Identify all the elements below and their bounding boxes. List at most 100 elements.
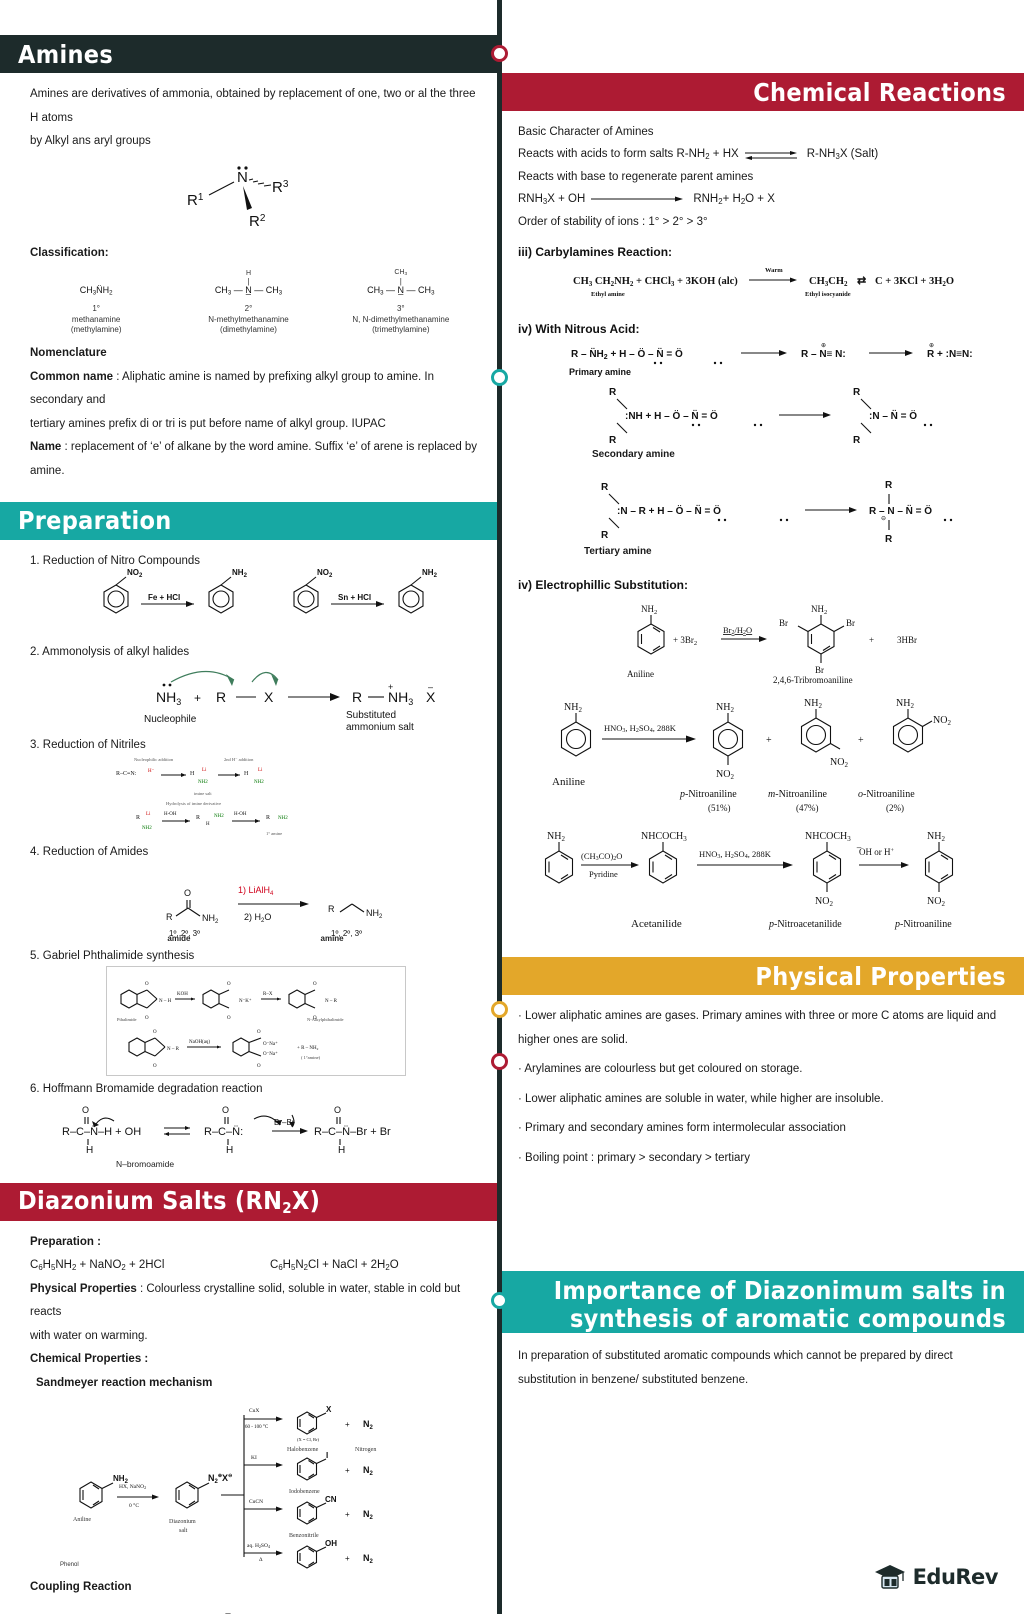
svg-text:Acetanilide: Acetanilide (631, 918, 682, 930)
prep-step-4: 4. Reduction of Amides (30, 845, 149, 858)
amide-left-caption: amide (167, 933, 191, 943)
svg-text:o-Nitroaniline: o-Nitroaniline (858, 789, 915, 800)
right-column: Chemical Reactions Basic Character of Am… (502, 0, 1024, 1614)
classification-col-tertiary: CH3 | CH3 — N̲ — CH3 3° N, N-dimethylmet… (326, 268, 476, 336)
svg-text:O: O (145, 982, 149, 987)
svg-text:Aniline: Aniline (627, 669, 654, 679)
svg-text:NO2: NO2 (317, 568, 333, 579)
svg-text:Br: Br (846, 618, 855, 628)
svg-text:aq. H2SO4: aq. H2SO4 (247, 1543, 270, 1549)
diazonium-prep-right: C6H5N2Cl + NaCl + 2H2O (270, 1259, 399, 1273)
hoffmann-caption: N–bromoamide (116, 1158, 175, 1169)
nitrous-secondary-diagram: R :NH + H – Ö – N̈ = Ö R R :N – N̈ = O… (518, 381, 998, 449)
svg-text:NH3: NH3 (156, 689, 181, 707)
physical-property-item-1: · Lower aliphatic amines are gases. Prim… (518, 1010, 997, 1046)
svg-text:NH2: NH2 (564, 702, 582, 714)
svg-text:⊖: ⊖ (881, 516, 886, 522)
svg-text:(X = Cl, Br): (X = Cl, Br) (297, 1437, 320, 1443)
svg-text:R: R (853, 387, 861, 398)
svg-text:Aniline: Aniline (73, 1517, 91, 1523)
nitrous-acid-label: iv) With Nitrous Acid: (518, 322, 640, 337)
prep-step-1: 1. Reduction of Nitro Compounds (30, 554, 201, 567)
physical-properties-body: · Lower aliphatic amines are gases. Prim… (502, 995, 1024, 1170)
svg-text:(51%): (51%) (708, 803, 731, 813)
amines-title: Amines (18, 39, 114, 69)
svg-text::N – N̈ = Ö: :N – N̈ = Ö (869, 409, 917, 422)
sandmeyer-diagram: NH2 HX, NaNO2 0 °C Aniline N2⊕X⊖ Diazoni… (0, 1395, 497, 1570)
svg-text:HX, NaNO2: HX, NaNO2 (119, 1484, 146, 1490)
svg-text:R: R (609, 435, 617, 446)
svg-text:O⁻Na⁺: O⁻Na⁺ (263, 1051, 278, 1057)
svg-text:Substituted: Substituted (346, 710, 396, 721)
svg-text:Warm: Warm (765, 267, 783, 274)
svg-text:H: H (338, 1145, 345, 1156)
svg-text:CuCN: CuCN (249, 1499, 263, 1505)
svg-text:+: + (345, 1420, 350, 1429)
amide-right-caption: amine (320, 933, 344, 943)
svg-text:NHCOCH3: NHCOCH3 (641, 831, 687, 843)
svg-text:NH2: NH2 (232, 568, 248, 579)
svg-text:R: R (352, 689, 362, 705)
svg-text:Br–Br: Br–Br (274, 1118, 295, 1127)
svg-text:Pthalimide: Pthalimide (117, 1017, 137, 1022)
svg-text:R: R (216, 689, 226, 705)
primary-formula: CH3N̈H2 (79, 285, 113, 297)
svg-text:R: R (266, 815, 270, 821)
secondary-degree: 2° (244, 303, 253, 313)
svg-text:NO2: NO2 (815, 896, 833, 908)
svg-text:R: R (885, 480, 893, 491)
svg-text:NaOH(aq): NaOH(aq) (189, 1040, 210, 1045)
secondary-amine-caption: Secondary amine (592, 449, 675, 461)
svg-text:O: O (334, 1105, 341, 1115)
rnh3x-left: RNH3X + OH (518, 193, 586, 207)
svg-text:NO2: NO2 (830, 757, 848, 769)
name-label: Name (30, 441, 62, 454)
amines-body: Amines are derivatives of ammonia, obtai… (0, 73, 497, 154)
importance-title-line1: Importance of Diazonimum salts in (553, 1276, 1006, 1306)
prep-step-2: 2. Ammonolysis of alkyl halides (30, 645, 190, 658)
svg-text:X: X (426, 689, 436, 705)
spine-dot-nitrous (491, 369, 508, 386)
ammonolysis-left-caption: Nucleophile (144, 714, 197, 725)
acid-reaction-line: Reacts with acids to form salts R-NH2 + … (518, 143, 998, 165)
common-name-text: : Aliphatic amine is named by prefixing … (30, 370, 434, 407)
svg-text:Pyridine: Pyridine (589, 869, 618, 879)
svg-text:(CH3CO)2O: (CH3CO)2O (581, 851, 622, 862)
svg-text:NH2: NH2 (254, 780, 264, 785)
svg-text:R – N̈H2 + H – Ö – N̈ = Ö: R – N̈H2 + H – Ö – N̈ = Ö (571, 347, 683, 361)
svg-text:Ethyl isocyanide: Ethyl isocyanide (805, 291, 851, 298)
svg-text:⊕: ⊕ (821, 343, 826, 349)
svg-text:N⁻K⁺: N⁻K⁺ (239, 998, 252, 1004)
svg-text:O: O (227, 982, 231, 987)
svg-text:Nucleophilic addition: Nucleophilic addition (134, 757, 174, 762)
common-name-line: Common name : Aliphatic amine is named b… (30, 366, 481, 413)
svg-text:p-Nitroaniline: p-Nitroaniline (679, 789, 737, 800)
svg-text:NH2: NH2 (366, 908, 383, 920)
svg-text::NH + H – Ö – N̈ = Ö: :NH + H – Ö – N̈ = Ö (625, 409, 718, 422)
svg-text:+: + (345, 1466, 350, 1475)
svg-text:NH2: NH2 (716, 702, 734, 714)
diazonium-prep-equation: C6H5NH2 + NaNO2 + 2HCl C6H5N2Cl + NaCl +… (30, 1254, 481, 1278)
diazonium-chemical-label: Chemical Properties : (30, 1353, 149, 1366)
svg-text:O: O (184, 888, 191, 898)
svg-text:Aniline: Aniline (552, 776, 585, 788)
svg-text:R: R (601, 530, 609, 541)
svg-text:Halobenzene: Halobenzene (287, 1447, 319, 1453)
svg-text:R – N≡ N:: R – N≡ N: (801, 349, 846, 360)
svg-text:H: H (190, 771, 195, 777)
amide-reduction-diagram: O R NH2 1º, 2º, 3º 1) LiAlH4 2) H2O R NH… (30, 860, 481, 940)
importance-body: In preparation of substituted aromatic c… (502, 1333, 1024, 1392)
bromination-diagram: NH2 + 3Br2 Br2/H2O NH2 Br (518, 595, 998, 685)
svg-text:NH3: NH3 (388, 689, 413, 707)
svg-text:Li: Li (146, 812, 151, 817)
svg-text:KOH: KOH (177, 992, 188, 997)
tertiary-amine-caption: Tertiary amine (584, 545, 652, 557)
svg-text:O⁻Na⁺: O⁻Na⁺ (263, 1041, 278, 1047)
svg-text:H: H (86, 1145, 93, 1156)
svg-text:Br: Br (815, 665, 824, 675)
svg-text:NH2: NH2 (896, 698, 914, 710)
diazonium-preparation-label: Preparation : (30, 1235, 101, 1248)
name-text: : replacement of ‘e’ of alkane by the wo… (30, 441, 478, 477)
svg-text:H: H (226, 1145, 233, 1156)
